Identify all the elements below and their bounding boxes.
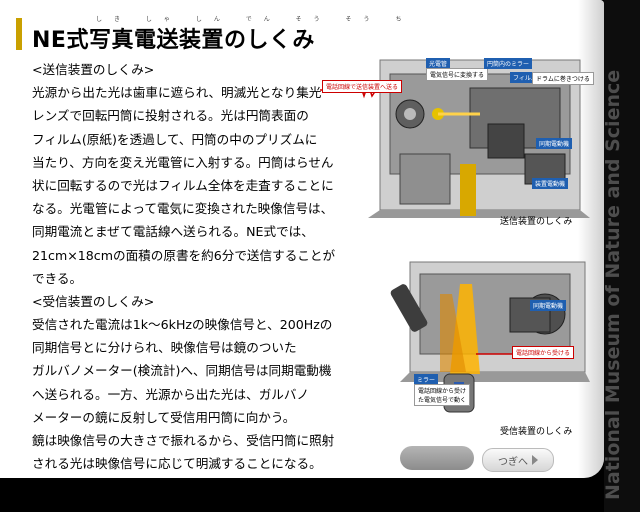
send-line: レンズで回転円筒に投射される。光は円筒表面の <box>32 108 309 124</box>
museum-sidebar <box>604 0 640 512</box>
label-photocell-note: 電気信号に変換する <box>426 68 489 81</box>
send-line: できる。 <box>32 270 83 286</box>
receive-line: へ送られる。一方、光源から出た光は、ガルバノ <box>32 386 310 402</box>
label-recv-sync-motor: 同期電動機 <box>530 300 567 311</box>
receive-line: メーターの鏡に反射して受信用円筒に向かう。 <box>32 409 296 425</box>
send-line: なる。光電管によって電気に変換された映像信号は、 <box>32 201 334 217</box>
send-line: 状に回転するので光はフィルム全体を走査することに <box>32 177 334 193</box>
label-recv-signal: 電話回線から受ける <box>512 346 575 359</box>
receive-heading: <受信装置のしくみ> <box>32 293 155 309</box>
send-line: 当たり、方向を変え光電管に入射する。円筒はらせん <box>32 154 334 170</box>
send-line: 同期電流とまぜて電話線へ送られる。NE式では、 <box>32 224 314 240</box>
back-button[interactable] <box>400 446 474 470</box>
explanation-text: <送信装置のしくみ> 光源から出た光は歯車に遮られ、明滅光となり集光 レンズで回… <box>32 58 336 475</box>
receive-line: ガルバノメーター(検流計)へ、同期信号は同期電動機 <box>32 363 332 379</box>
label-sync-motor: 同期電動機 <box>536 138 573 149</box>
send-line: フィルム(原紙)を透過して、円筒の中のプリズムに <box>32 131 318 147</box>
send-line: 21cm×18cmの面積の原書を約6分で送信することが <box>32 247 336 263</box>
title-accent-bar <box>16 18 22 50</box>
receive-line: される光は映像信号に応じて明滅することになる。 <box>32 456 322 472</box>
label-photocell: 光電管 <box>426 58 451 69</box>
label-drive-motor: 装置電動機 <box>532 178 569 189</box>
label-prism: 円筒内のミラー <box>484 58 533 69</box>
next-label: つぎへ <box>498 456 528 468</box>
page-title: NE式写真電送装置のしくみ <box>32 28 315 53</box>
play-arrow-icon <box>532 455 538 465</box>
receiving-apparatus-diagram <box>390 261 590 413</box>
content-page: しき しゃ しん でん そう そう ち NE式写真電送装置のしくみ <送信装置の… <box>0 0 604 478</box>
title-ruby: しき しゃ しん でん そう そう ち <box>96 16 414 23</box>
label-film: フィルム <box>510 72 540 83</box>
receiving-caption: 受信装置のしくみ <box>500 427 573 437</box>
receive-line: 鏡は映像信号の大きさで振れるから、受信円筒に照射 <box>32 433 335 448</box>
receive-line: 同期信号とに分けられ、映像信号は鏡のついた <box>32 340 297 356</box>
label-send-signal: 電話回線で送信装置へ送る <box>322 80 403 93</box>
museum-name: National Museum of Nature and Science <box>602 69 624 500</box>
send-heading: <送信装置のしくみ> <box>32 62 155 77</box>
next-button[interactable]: つぎへ <box>482 448 554 472</box>
receive-line: 受信された電流は1k〜6kHzの映像信号と、200Hzの <box>32 317 333 333</box>
label-mirror: ミラー <box>414 374 439 385</box>
send-line: 光源から出た光は歯車に遮られ、明滅光となり集光 <box>32 85 322 101</box>
label-mirror-note: 電話回線から受けた電気信号で動く <box>414 384 470 406</box>
sending-caption: 送信装置のしくみ <box>500 217 573 227</box>
label-film-note: ドラムに巻きつける <box>532 72 594 85</box>
